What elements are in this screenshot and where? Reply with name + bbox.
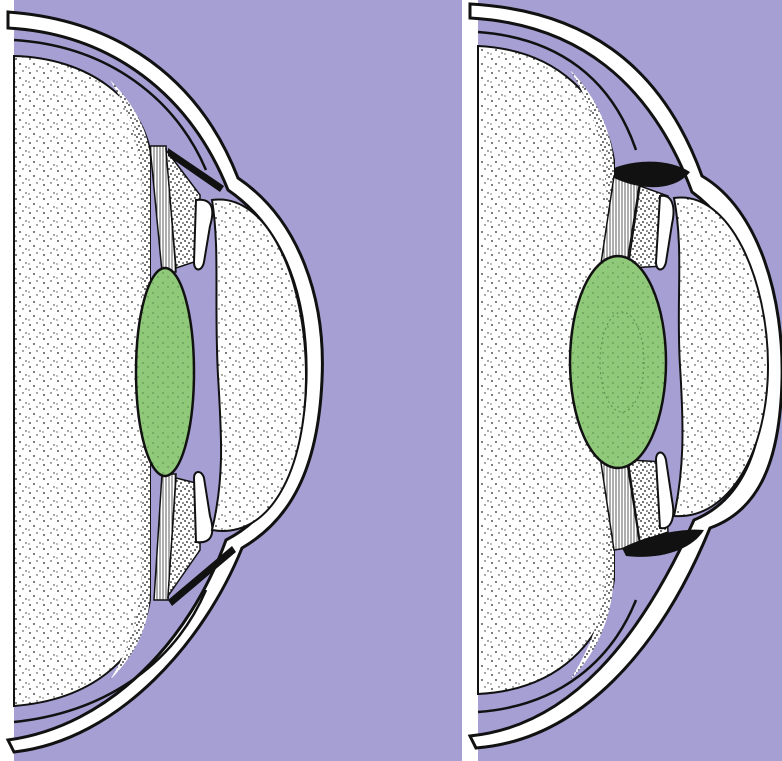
panel-edge — [462, 0, 478, 761]
lens-thin — [136, 268, 194, 476]
panel-edge — [0, 0, 14, 761]
vitreous-body — [14, 56, 150, 706]
lens-thick — [570, 256, 666, 468]
